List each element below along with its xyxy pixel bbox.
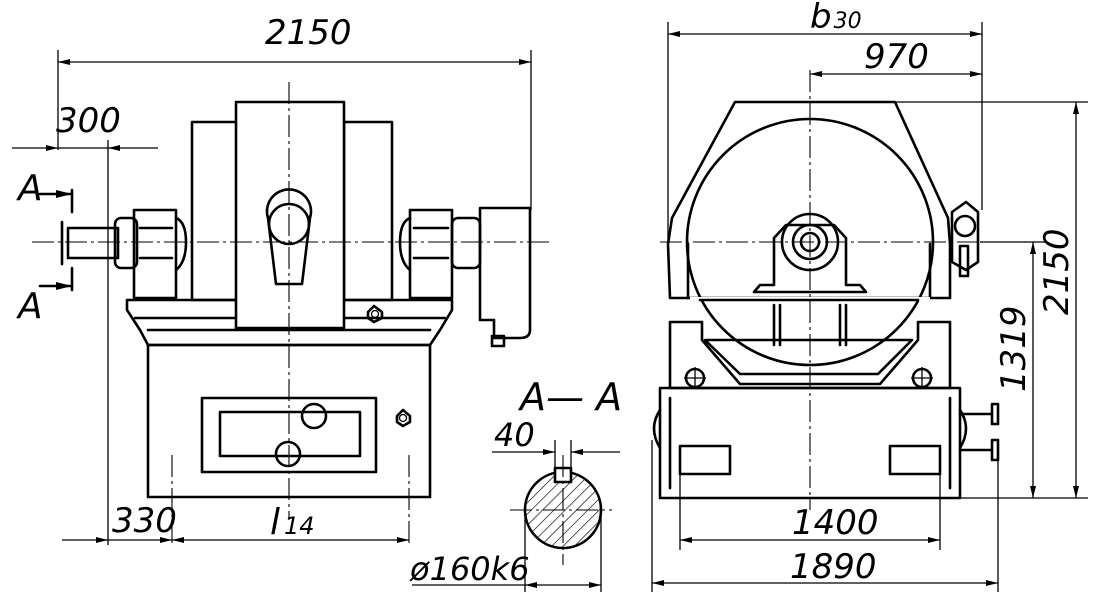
section-mark-bottom-label: A bbox=[16, 286, 43, 327]
front-gear-window bbox=[265, 188, 313, 286]
dim-shaft-diameter-text: ø160k6 bbox=[409, 550, 530, 588]
dim-shaft-diameter: ø160k6 bbox=[409, 515, 602, 592]
side-frame-plate bbox=[668, 320, 952, 390]
dim-bolt-spacing-letter: l bbox=[270, 502, 280, 543]
section-mark-a: A A bbox=[16, 168, 74, 327]
dim-left-base-offset-text: 330 bbox=[112, 501, 177, 541]
dim-base-length: 1890 bbox=[651, 440, 999, 592]
dim-foot-spacing-text: 1400 bbox=[792, 503, 879, 543]
dim-keyway-text: 40 bbox=[494, 416, 535, 454]
dim-side-half: 970 bbox=[810, 37, 982, 77]
section-mark-top-label: A bbox=[16, 168, 43, 209]
front-reducer-body bbox=[234, 100, 346, 330]
dim-overall-height-text: 2150 bbox=[1037, 228, 1077, 315]
dim-axis-height-text: 1319 bbox=[994, 305, 1034, 392]
dim-bolt-spacing-sub: 14 bbox=[284, 512, 315, 540]
front-panel-plug-bottom bbox=[274, 440, 302, 468]
front-coupling-left bbox=[113, 208, 188, 300]
dim-side-overall-letter: b bbox=[810, 0, 832, 37]
dim-overall-width-text: 2150 bbox=[265, 13, 352, 53]
side-foot-right bbox=[888, 444, 942, 476]
dim-foot-spacing: 1400 bbox=[679, 474, 941, 550]
front-motor-end bbox=[478, 206, 532, 340]
dim-base-length-text: 1890 bbox=[790, 547, 877, 587]
front-coupling-right bbox=[398, 208, 482, 300]
front-inspection-panel-inner bbox=[218, 410, 362, 458]
side-foot-left bbox=[678, 444, 732, 476]
front-base-nut bbox=[395, 408, 412, 428]
dim-overall-width: 2150 bbox=[57, 13, 532, 210]
dim-shaft-offset: 300 bbox=[12, 101, 158, 545]
side-bearing-support bbox=[752, 223, 868, 294]
front-shaft-end bbox=[66, 226, 120, 260]
front-housing-left bbox=[190, 120, 240, 302]
front-frame-plate bbox=[125, 298, 454, 347]
dim-side-overall: b30 bbox=[667, 0, 983, 240]
dim-overall-height: 2150 bbox=[895, 101, 1088, 499]
dim-keyway: 40 bbox=[492, 416, 620, 470]
side-coupling bbox=[950, 200, 980, 278]
front-frame-nut bbox=[366, 304, 384, 324]
front-housing-right bbox=[342, 120, 394, 302]
section-a-a: A— A 40 ø160k6 bbox=[409, 375, 622, 592]
dim-axis-height: 1319 bbox=[980, 241, 1045, 498]
dim-side-overall-sub: 30 bbox=[834, 9, 862, 34]
side-housing-outline bbox=[666, 100, 952, 300]
dim-side-half-text: 970 bbox=[864, 37, 929, 77]
side-view: b30 970 2150 1319 1400 bbox=[651, 0, 1088, 592]
dim-shaft-offset-text: 300 bbox=[56, 101, 121, 141]
dim-side-overall-text: b30 bbox=[810, 0, 862, 37]
side-pins bbox=[958, 402, 1000, 462]
front-panel-plug-top bbox=[300, 402, 328, 430]
section-title: A— A bbox=[517, 375, 622, 419]
